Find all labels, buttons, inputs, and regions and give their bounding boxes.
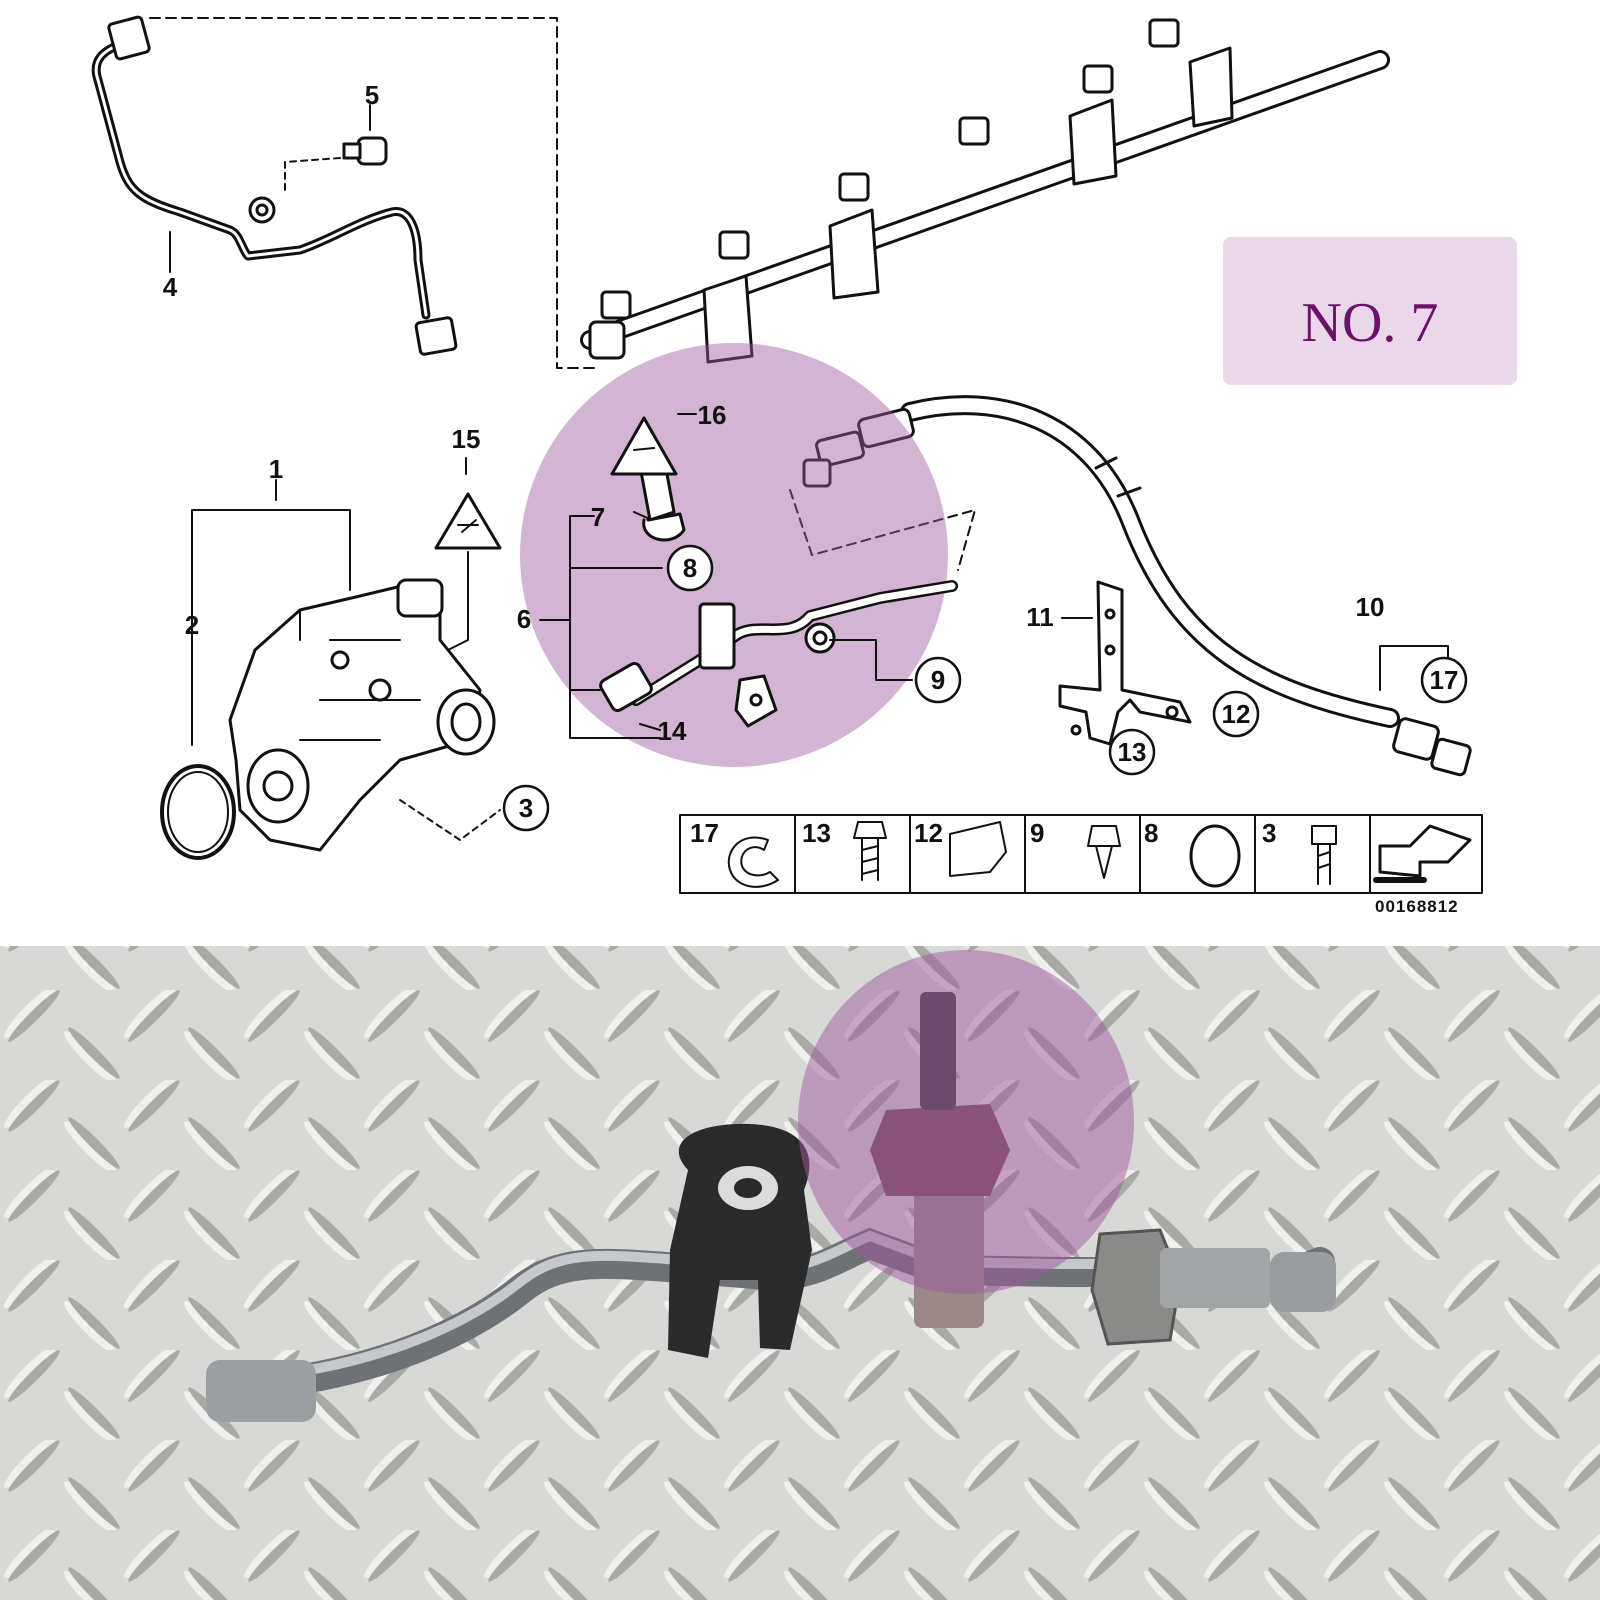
- o-ring-part-2: [160, 764, 236, 860]
- callout-17: 17: [1430, 665, 1459, 695]
- highlight-circle-part-6: [520, 343, 948, 767]
- fuel-pipe-part-6: [539, 413, 958, 739]
- highlight-circle-photo: [798, 950, 1134, 1294]
- callout-9: 9: [931, 665, 945, 695]
- fuel-rail: [580, 18, 1390, 364]
- parts-legend-table: [679, 814, 1483, 894]
- callout-1: 1: [269, 454, 283, 484]
- legend-cell-8: 8: [1144, 818, 1158, 848]
- legend-cell-3: 3: [1262, 818, 1276, 848]
- warning-label-part-15: [434, 457, 502, 651]
- legend-cell-9: 9: [1030, 818, 1044, 848]
- high-pressure-pump-part-1: [191, 479, 501, 852]
- callout-15: 15: [452, 424, 481, 454]
- callout-8: 8: [683, 553, 697, 583]
- badge-text: NO. 7: [1302, 292, 1439, 354]
- exploded-diagram: [91, 15, 1483, 894]
- callout-16: 16: [698, 400, 727, 430]
- callout-3: 3: [519, 793, 533, 823]
- circled-callouts: [502, 544, 1468, 832]
- callout-14: 14: [658, 716, 687, 746]
- fuel-hose-part-10: [802, 395, 1472, 777]
- callout-6: 6: [517, 604, 531, 634]
- legend-cell-17: 17: [690, 818, 719, 848]
- product-photo: [0, 946, 1600, 1600]
- bracket-part-11: [1058, 580, 1192, 746]
- diagram-code: 00168812: [1375, 897, 1459, 916]
- legend-cell-12: 12: [914, 818, 943, 848]
- callout-2: 2: [185, 610, 199, 640]
- callout-11: 11: [1026, 602, 1054, 632]
- bolt-part-5: [284, 104, 388, 193]
- callout-5: 5: [365, 80, 379, 110]
- dashed-leader-4: [149, 17, 601, 369]
- callout-7: 7: [591, 502, 605, 532]
- legend-labels: 17 13 12 9 8 3: [690, 818, 1276, 848]
- callout-12: 12: [1222, 699, 1251, 729]
- callout-10: 10: [1356, 592, 1385, 622]
- dashed-leader-10-6: [789, 489, 976, 571]
- callout-4: 4: [163, 272, 178, 302]
- callout-13: 13: [1118, 737, 1147, 767]
- pipe-part-4: [91, 15, 458, 356]
- callout-labels: 1 2 3 4 5 6 7 8 9 10 11 12 13 14 15 16 1…: [163, 80, 1459, 823]
- number-badge: NO. 7: [1223, 237, 1517, 385]
- legend-cell-13: 13: [802, 818, 831, 848]
